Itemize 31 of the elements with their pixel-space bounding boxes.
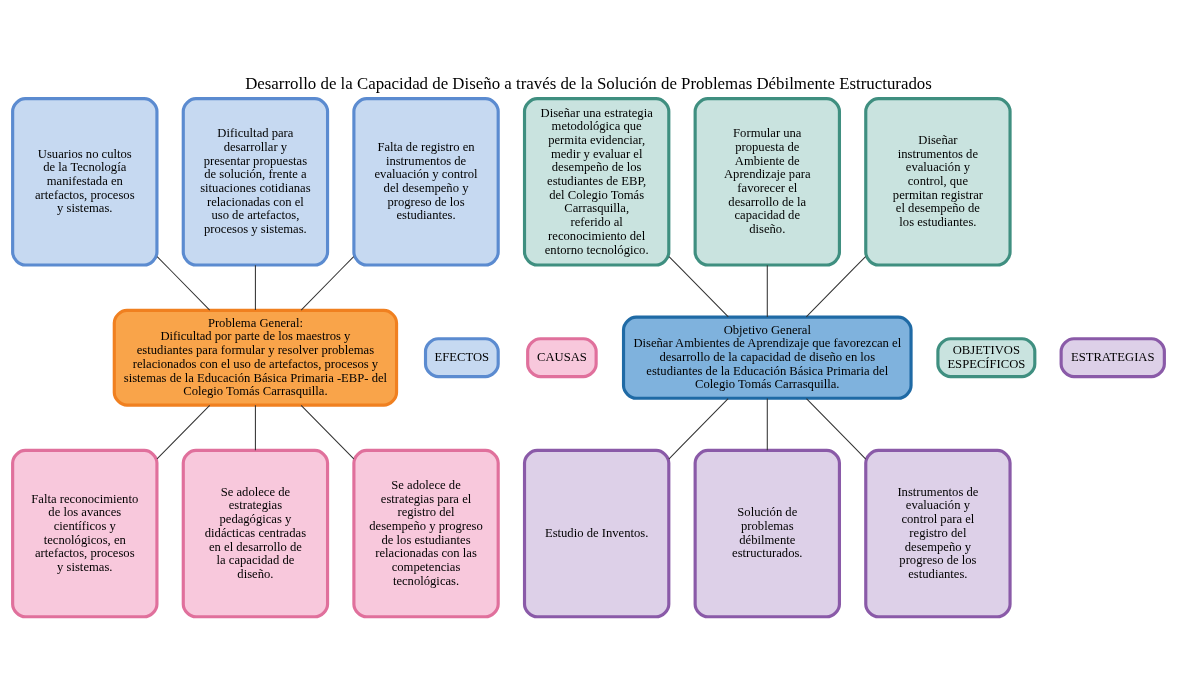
connector [300,404,355,459]
node-box: Falta reconocimiento de los avances científicos y tecnológicos, en artefactos, procesos y sistemas. [11,448,159,618]
connector [805,397,867,460]
node-box: Instrumentos de evaluación y control para el registro del desempeño y progreso de los estudiantes. [864,448,1012,618]
connector [254,404,256,451]
node-box: Problema General: Dificultad por parte de los maestros y estudiantes para formular y resolver problemas relacionados con el uso de artefactos, procesos y sistemas de la Educación Básica Primaria -EBP- del Colegio Tomás Carrasquilla. [112,308,399,407]
node-box: Falta de registro en instrumentos de evaluación y control del desempeño y progreso de los estudiantes. [352,96,500,267]
connector [668,255,729,317]
node-box: Dificultad para desarrollar y presentar propuestas de solución, frente a situaciones cotidianas relacionadas con el uso de artefactos, procesos y sistemas. [181,96,330,267]
node-box: Se adolece de estrategias pedagógicas y didácticas centradas en el desarrollo de la capacidad de diseño. [181,448,330,618]
node-box: Formular una propuesta de Ambiente de Aprendizaje para favorecer el desarrollo de la capacidad de diseño. [693,96,841,267]
node-box: Objetivo General Diseñar Ambientes de Aprendizaje que favorezcan el desarrollo de la capacidad de diseño en los estudiantes de la Educación Básica Primaria del Colegio Tomás Carrasquilla. [621,315,913,400]
node-box: Diseñar instrumentos de evaluación y control, que permitan registrar el desempeño de los estudiantes. [864,96,1012,267]
node-box: EFECTOS [423,336,500,378]
node-box: ESTRATEGIAS [1059,336,1166,378]
node-box: Usuarios no cultos de la Tecnología manifestada en artefactos, procesos y sistemas. [11,96,159,267]
connector [300,255,355,311]
connector [766,264,768,318]
node-box: CAUSAS [526,336,598,378]
node-box: Diseñar una estrategia metodológica que permita evidenciar, medir y evaluar el desempeño de los estudiantes de EBP, del Colegio Tomás Carrasquilla, referido al reconocimiento del entorno tecnológico. [522,96,671,267]
connector [156,404,211,459]
connector [766,397,768,451]
node-box: OBJETIVOS ESPECÍFICOS [936,336,1037,378]
diagram-title: Desarrollo de la Capacidad de Diseño a través de la Solución de Problemas Débilmente Estructurados [245,73,932,93]
node-box: Estudio de Inventos. [522,448,671,618]
connector [254,264,256,311]
connector [156,255,211,311]
node-box: Solución de problemas débilmente estructurados. [693,448,841,618]
connector [805,255,867,317]
connector [668,397,729,460]
node-box: Se adolece de estrategias para el registro del desempeño y progreso de los estudiantes relacionadas con las competencias tecnológicas. [352,448,500,618]
